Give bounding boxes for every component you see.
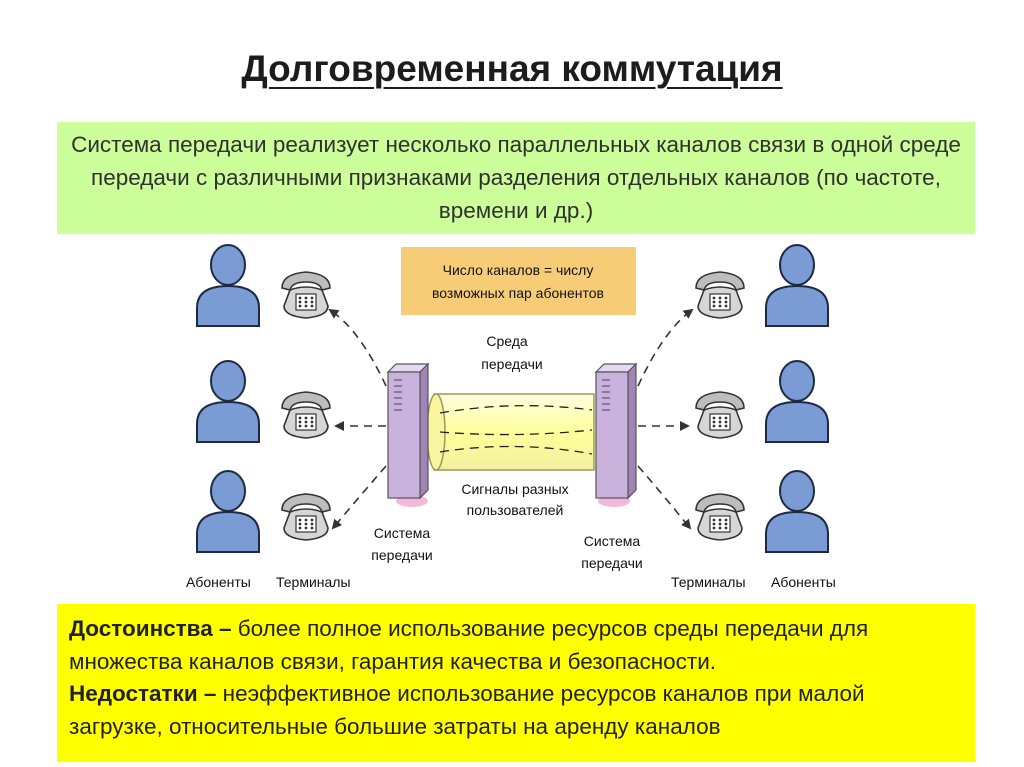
right-subscribers-label: Абоненты (771, 574, 836, 590)
note-box (401, 247, 636, 315)
note-line-2: возможных пар абонентов (432, 285, 604, 301)
intro-box: Система передачи реализует несколько пар… (57, 122, 975, 234)
page-title-text: Долговременная коммутация (241, 48, 783, 89)
disadvantages-term: Недостатки – (69, 681, 217, 706)
right-terminal-1-icon (695, 271, 745, 319)
intro-text: Система передачи реализует несколько пар… (71, 132, 961, 223)
left-link-1-arrow (328, 308, 387, 387)
medium-label-1: Среда (486, 333, 528, 349)
right-system-label-2: передачи (581, 555, 642, 571)
pros-cons-box: Достоинства – более полное использование… (57, 604, 975, 762)
right-terminals-label: Терминалы (671, 574, 746, 590)
right-terminal-2-icon (695, 391, 745, 439)
advantages-text: более полное использование ресурсов сред… (69, 616, 869, 674)
left-system-label-1: Система (374, 525, 431, 541)
left-subscriber-3-icon (196, 470, 260, 553)
right-subscriber-1-icon (765, 244, 829, 327)
left-terminal-1-icon (281, 271, 331, 319)
left-link-3-arrow (331, 465, 387, 530)
left-terminal-2-icon (281, 391, 331, 439)
left-subscribers-label: Абоненты (186, 574, 251, 590)
left-subscriber-2-icon (196, 360, 260, 443)
channel-diagram: Число каналов = числу возможных пар абон… (186, 244, 836, 590)
advantages-paragraph: Достоинства – более полное использование… (69, 613, 961, 678)
signals-label-2: пользователей (467, 502, 564, 518)
disadvantages-paragraph: Недостатки – неэффективное использование… (69, 678, 961, 743)
medium-label-2: передачи (481, 356, 542, 372)
signals-label-1: Сигналы разных (461, 481, 568, 497)
right-link-1-arrow (637, 308, 694, 387)
advantages-term: Достоинства – (69, 616, 232, 641)
disadvantages-text: неэффективное использование ресурсов кан… (69, 681, 865, 739)
left-terminals-label: Терминалы (276, 574, 351, 590)
note-line-1: Число каналов = числу (443, 262, 594, 278)
right-subscriber-2-icon (765, 360, 829, 443)
right-terminal-3-icon (695, 493, 745, 541)
left-system-label-2: передачи (371, 547, 432, 563)
right-subscriber-3-icon (765, 470, 829, 553)
transmission-medium-tube (426, 393, 595, 471)
right-system-label-1: Система (584, 533, 641, 549)
left-subscriber-1-icon (196, 244, 260, 327)
left-transmission-system (386, 362, 430, 507)
right-link-3-arrow (637, 465, 692, 530)
right-transmission-system (594, 362, 638, 507)
left-terminal-3-icon (281, 493, 331, 541)
page-title: Долговременная коммутация (0, 48, 1024, 90)
